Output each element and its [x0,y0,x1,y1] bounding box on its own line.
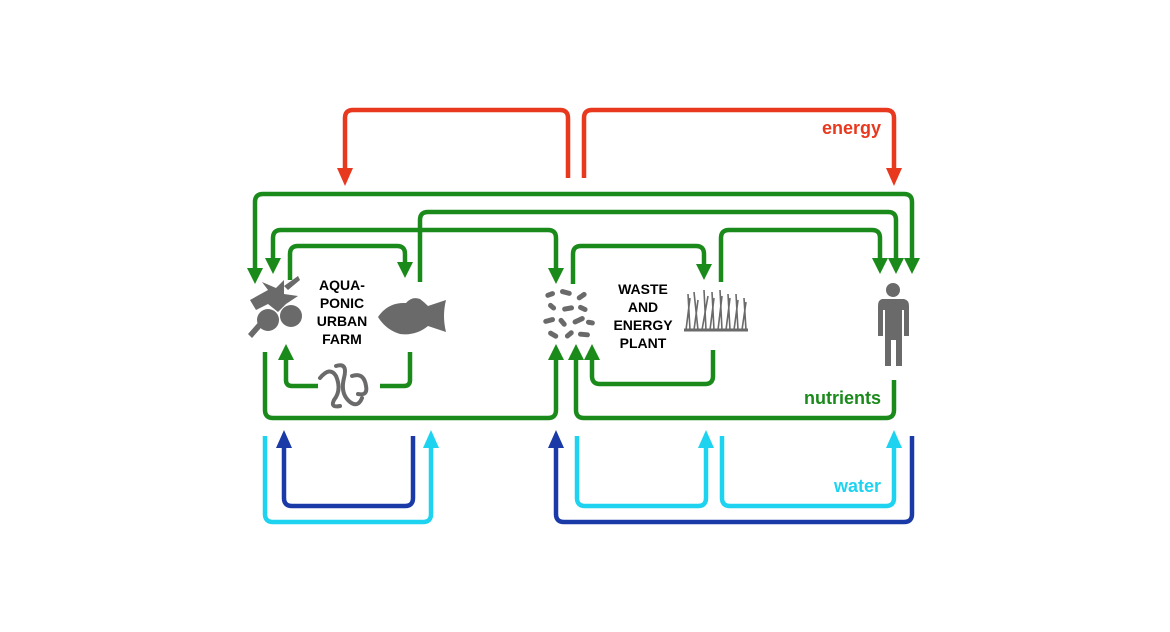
reeds-icon [684,289,748,332]
nutrient-line [570,243,707,284]
nutrient-arrowhead [904,258,920,274]
tomato-plant-icon [248,276,302,338]
water-line-clean [719,436,897,509]
nutrient-arrowhead [872,258,888,274]
worms-icon [318,363,369,409]
nutrient-arrowheads [247,258,920,360]
energy-arrowhead [886,168,902,186]
water-arrowhead [548,430,564,448]
nutrient-line [252,191,915,270]
plant-label-line: ENERGY [613,317,673,333]
nutrient-arrowhead [548,344,564,360]
water-arrowhead [423,430,439,448]
nutrient-line [718,227,883,282]
water-line-clean [574,436,709,509]
water-arrowhead [886,430,902,448]
nutrient-flows [252,191,915,421]
energy-arrowhead [337,168,353,186]
nutrient-arrowhead [548,268,564,284]
energy-flows [342,107,897,178]
water-line-waste [281,436,416,509]
nutrient-arrowhead [278,344,294,360]
nutrient-line [573,358,897,421]
nutrient-line [380,352,413,389]
water-line-waste [553,436,915,525]
nutrients-label: nutrients [804,388,881,408]
water-arrowhead [698,430,714,448]
aquaponic-farm-label: AQUA- PONIC URBAN FARM [317,277,368,347]
water-label: water [833,476,881,496]
energy-line-to-person [581,107,897,178]
farm-label-line: PONIC [320,295,364,311]
waste-energy-plant-label: WASTE AND ENERGY PLANT [613,281,673,351]
water-line-clean [262,436,434,525]
nutrient-arrowhead [265,258,281,274]
water-arrowheads [276,430,902,448]
person-icon [878,283,909,366]
nutrient-line [270,227,559,268]
nutrient-arrowhead [888,258,904,274]
nutrient-line [417,209,899,282]
energy-line-to-farm [342,107,571,178]
water-arrowhead [276,430,292,448]
plant-label-line: PLANT [620,335,667,351]
nutrient-line [262,352,559,421]
nutrient-arrowhead [568,344,584,360]
plant-label-line: WASTE [618,281,668,297]
nutrient-arrowhead [584,344,600,360]
nutrient-line [283,360,318,389]
nutrient-line [287,243,408,280]
nutrient-arrowhead [247,268,263,284]
water-flows [262,436,915,525]
nutrient-arrowhead [696,264,712,280]
fish-icon [378,298,446,335]
bacteria-icon [543,289,595,339]
farm-label-line: AQUA- [319,277,365,293]
farm-label-line: FARM [322,331,362,347]
plant-label-line: AND [628,299,658,315]
energy-arrowheads [337,168,902,186]
farm-label-line: URBAN [317,313,368,329]
energy-label: energy [822,118,881,138]
nutrient-line [589,350,716,387]
nutrient-arrowhead [397,262,413,278]
